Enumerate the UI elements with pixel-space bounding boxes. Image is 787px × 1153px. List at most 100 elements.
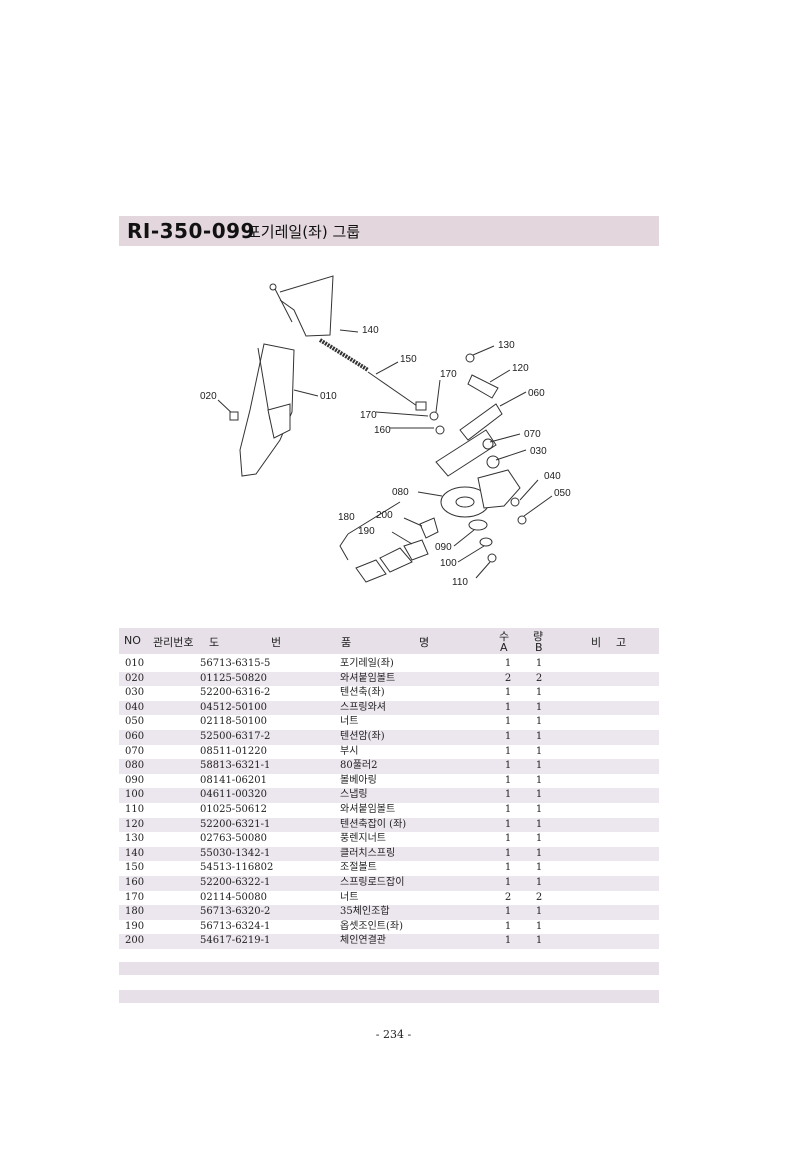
label-050: 050 [554,488,571,499]
qty-b: 1 [535,716,543,728]
part-no: 090 [125,774,145,786]
part-name: 조절볼트 [340,862,377,874]
label-070: 070 [524,429,541,440]
part-no: 060 [125,731,145,742]
part-number: 54617-6219-1 [200,935,271,947]
part-number: 08511-01220 [200,745,268,757]
col-qty-a: A [500,641,508,654]
part-no: 160 [125,877,145,888]
part-no: 180 [125,906,145,918]
qty-b: 1 [535,789,543,801]
part-number: 54513-116802 [200,862,274,874]
part-no: 040 [125,701,145,713]
qty-a: 1 [504,818,512,830]
qty-b: 1 [535,804,543,815]
col-qty-b: B [535,641,543,654]
qty-a: 1 [504,745,512,757]
label-120: 120 [512,363,529,374]
qty-b: 1 [535,935,543,947]
col-name-2: 명 [419,636,430,649]
label-200: 200 [376,510,393,521]
part-no: 100 [125,789,145,801]
part-name: 너트 [340,891,359,903]
col-mgmt: 관리번호 [153,636,194,649]
group-code: RI-350-099 [127,219,255,243]
table-footer-band-2 [119,990,659,1003]
qty-a: 1 [504,716,512,728]
part-no: 010 [125,658,145,669]
label-080: 080 [392,487,409,498]
label-030: 030 [530,446,547,457]
label-160: 160 [374,425,391,436]
part-number: 52200-6322-1 [200,877,271,888]
part-number: 04611-00320 [200,789,268,801]
qty-a: 1 [504,862,512,874]
part-number: 02114-50080 [200,891,268,903]
qty-b: 1 [535,687,543,699]
part-name: 옵셋조인트(좌) [340,920,404,932]
qty-a: 1 [504,935,512,947]
part-no: 070 [125,745,145,757]
part-number: 01025-50612 [200,804,268,815]
col-note-2: 고 [616,636,627,649]
group-title: 포기레일(좌) 그룹 [247,223,361,241]
qty-b: 1 [535,833,543,845]
part-number: 56713-6324-1 [200,920,271,932]
part-name: 와셔붙임볼트 [340,672,396,684]
qty-b: 1 [535,760,543,772]
part-number: 55030-1342-1 [200,847,271,859]
diagram-labels: 140 150 130 120 170 060 020 010 170 160 … [200,325,571,588]
part-number: 52200-6321-1 [200,818,271,830]
qty-a: 1 [504,847,512,859]
qty-a: 1 [504,774,512,786]
qty-a: 1 [504,804,512,815]
part-no: 190 [125,920,145,932]
qty-b: 1 [535,818,543,830]
qty-b: 1 [535,701,543,713]
part-number: 58813-6321-1 [200,760,271,772]
qty-b: 2 [535,672,543,684]
label-180: 180 [338,512,355,523]
part-name: 너트 [340,716,359,728]
exploded-parts-diagram: 140 150 130 120 170 060 020 010 170 160 … [200,275,571,588]
table-header: NO 관리번호 도 번 품 명 수 량 A B 비 고 [119,628,659,654]
part-number: 56713-6315-5 [200,658,271,669]
part-no: 200 [125,935,145,947]
part-name: 텐션축(좌) [340,687,385,699]
label-020: 020 [200,391,217,402]
part-no: 140 [125,847,145,859]
qty-b: 1 [535,745,543,757]
label-040: 040 [544,471,561,482]
part-number: 08141-06201 [200,774,268,786]
part-no: 030 [125,687,145,699]
part-number: 52200-6316-2 [200,687,271,699]
label-110: 110 [452,577,468,588]
part-name: 클러치스프링 [340,847,396,859]
part-no: 050 [125,716,145,728]
part-no: 080 [125,760,145,772]
qty-b: 1 [535,658,543,669]
page-number: - 234 - [375,1028,412,1041]
col-name-1: 품 [341,636,352,649]
label-170a: 170 [440,369,457,380]
label-150: 150 [400,354,417,365]
label-010: 010 [320,391,337,402]
label-100: 100 [440,558,457,569]
qty-b: 1 [535,877,543,888]
part-number: 04512-50100 [200,701,268,713]
qty-a: 2 [504,891,512,903]
part-no: 020 [125,672,145,684]
part-name: 부시 [340,745,359,757]
qty-a: 1 [504,877,512,888]
qty-a: 1 [504,658,512,669]
